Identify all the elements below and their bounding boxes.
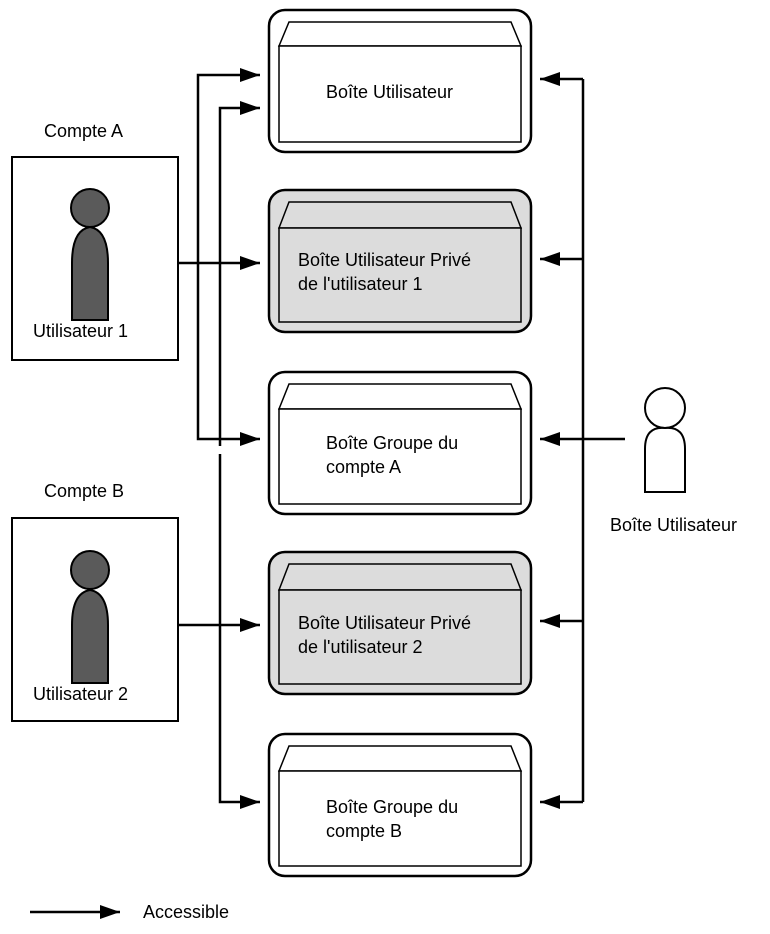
box-2-text: Boîte Utilisateur Privé de l'utilisateur… bbox=[298, 248, 471, 296]
legend-label: Accessible bbox=[143, 902, 230, 922]
user-2-label: Utilisateur 2 bbox=[33, 684, 129, 704]
box-5-text: Boîte Groupe du compte B bbox=[326, 795, 458, 843]
box-1 bbox=[267, 8, 533, 154]
box-3-text: Boîte Groupe du compte A bbox=[326, 431, 458, 479]
box-2-line1: Boîte Utilisateur Privé bbox=[298, 250, 472, 270]
account-b-title: Compte B bbox=[44, 481, 125, 501]
user-1-label: Utilisateur 1 bbox=[33, 321, 129, 341]
box-1-text: Boîte Utilisateur bbox=[326, 80, 453, 104]
box-3-line1: Boîte Groupe du bbox=[326, 433, 459, 453]
box-5-line1: Boîte Groupe du bbox=[326, 797, 459, 817]
box-4-text: Boîte Utilisateur Privé de l'utilisateur… bbox=[298, 611, 471, 659]
box-4 bbox=[267, 550, 533, 696]
box-5 bbox=[267, 732, 533, 878]
user-2-connectors bbox=[178, 101, 260, 809]
account-a-title: Compte A bbox=[44, 121, 124, 141]
user-1-icon bbox=[70, 188, 110, 321]
right-user-label: Boîte Utilisateur bbox=[610, 515, 738, 535]
box-3-line2: compte A bbox=[326, 457, 402, 477]
user-1-connectors bbox=[178, 68, 260, 446]
right-user-connectors bbox=[540, 72, 625, 809]
box-2-line2: de l'utilisateur 1 bbox=[298, 274, 423, 294]
box-4-line2: de l'utilisateur 2 bbox=[298, 637, 423, 657]
box-4-line1: Boîte Utilisateur Privé bbox=[298, 613, 472, 633]
box-2 bbox=[267, 188, 533, 334]
user-2-icon bbox=[70, 550, 110, 684]
box-5-line2: compte B bbox=[326, 821, 403, 841]
box-1-line1: Boîte Utilisateur bbox=[326, 82, 454, 102]
box-3 bbox=[267, 370, 533, 516]
right-user-icon bbox=[644, 387, 686, 493]
